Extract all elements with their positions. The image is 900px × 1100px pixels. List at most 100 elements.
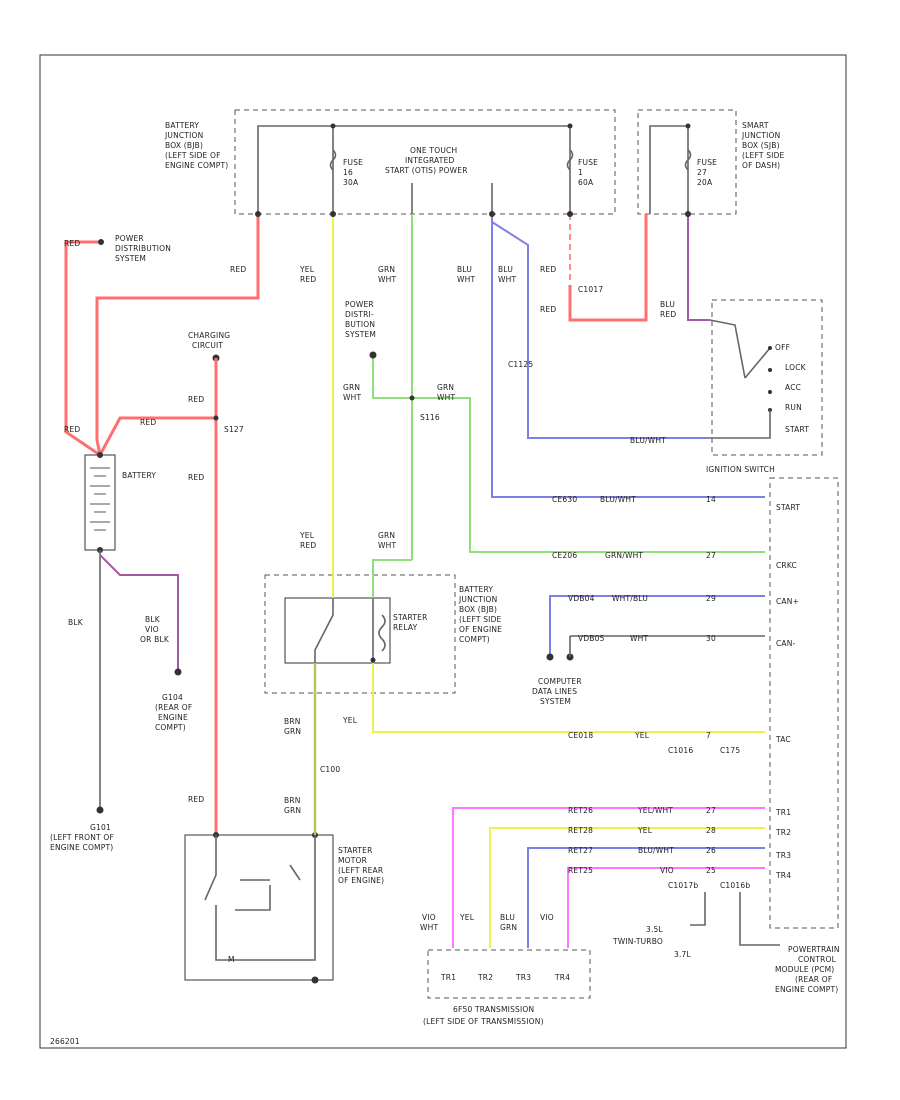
circuit-start: CE630 xyxy=(552,495,577,504)
circuit-crkc: CE206 xyxy=(552,551,577,560)
bjb-dashed-box xyxy=(234,109,616,215)
transmission-label: 6F50 TRANSMISSION (LEFT SIDE OF TRANSMIS… xyxy=(423,1005,544,1026)
wire-label-red-8: RED xyxy=(540,265,556,274)
wire-label-vio-2: VIO xyxy=(540,913,554,922)
motor-m-symbol: M xyxy=(228,955,235,964)
starter-relay-box xyxy=(264,574,456,694)
pcm-pin-crkc: CRKC xyxy=(776,561,797,570)
connector-c175-1: C175 xyxy=(720,746,740,755)
pin-tr4: 25 xyxy=(706,866,716,875)
ignition-switch-box xyxy=(711,299,823,456)
wire-label-blu-wht-2: BLU WHT xyxy=(498,265,516,284)
wire-label-blu-red: BLU RED xyxy=(660,300,678,319)
wire-blu-ignition xyxy=(491,221,710,439)
bjb-relay-label: BATTERY JUNCTION BOX (BJB) (LEFT SIDE OF… xyxy=(458,585,505,644)
fuse-16-label: FUSE 16 30A xyxy=(343,158,366,187)
circuit-tr3: RET27 xyxy=(568,846,593,855)
wire-label-start: BLU/WHT xyxy=(600,495,636,504)
engine-35l: 3.5L xyxy=(646,925,664,934)
diagram-frame xyxy=(39,54,847,1049)
sjb-top-label: SMART JUNCTION BOX (SJB) (LEFT SIDE OF D… xyxy=(741,121,787,170)
circuit-tr4: RET25 xyxy=(568,866,593,875)
pin-tr1: 27 xyxy=(706,806,716,815)
power-dist-label: POWER DISTRIBUTION SYSTEM xyxy=(115,234,174,263)
starter-relay xyxy=(284,597,391,664)
trans-pin-tr1: TR1 xyxy=(440,973,456,982)
wire-label-red-4: RED xyxy=(140,418,156,427)
wire-red-fuse1 xyxy=(568,214,648,322)
starter-motor-label: STARTER MOTOR (LEFT REAR OF ENGINE) xyxy=(338,846,386,885)
wire-grn-to-relay xyxy=(372,559,412,598)
wire-yel-tr2 xyxy=(489,827,765,948)
wire-grn-pdb xyxy=(372,355,765,553)
bjb-top-label: BATTERY JUNCTION BOX (BJB) (LEFT SIDE OF… xyxy=(164,121,228,170)
connector-c1016-2: C1017b xyxy=(668,881,698,890)
wire-label-tr2: YEL xyxy=(637,826,653,835)
ignition-run: RUN xyxy=(785,403,802,412)
pcm-dashed-box xyxy=(769,477,839,929)
pin-tr2: 28 xyxy=(706,826,716,835)
ignition-off: OFF xyxy=(775,343,790,352)
wire-label-grn-wht-2: GRN WHT xyxy=(343,383,363,402)
wire-label-ign-blu: BLU/WHT xyxy=(630,436,666,445)
connector-c1016-1: C1016 xyxy=(668,746,693,755)
fuse-16-symbol xyxy=(329,149,337,171)
pin-can-plus: 29 xyxy=(706,594,716,603)
pdb-label: POWER DISTRI- BUTION SYSTEM xyxy=(345,300,378,339)
fuse-1-label: FUSE 1 60A xyxy=(578,158,601,187)
pin-tac: 7 xyxy=(706,731,711,740)
trans-pin-tr2: TR2 xyxy=(477,973,493,982)
wire-label-yel-red-2: YEL RED xyxy=(299,531,317,550)
wire-red-power-dist xyxy=(64,240,101,457)
wire-vio-fuse27 xyxy=(687,214,710,321)
wire-label-red-1: RED xyxy=(64,239,80,248)
transmission-box xyxy=(427,949,591,999)
sjb-dashed-box xyxy=(637,109,737,215)
wire-label-blu-grn: BLU GRN xyxy=(500,913,518,932)
connector-c100: C100 xyxy=(320,765,340,774)
g104-label: G104 (REAR OF ENGINE COMPT) xyxy=(155,693,195,732)
wire-blu-start xyxy=(491,214,765,498)
pcm-pin-tr4: TR4 xyxy=(775,871,791,880)
circuit-can-plus: VDB04 xyxy=(568,594,595,603)
pin-crkc: 27 xyxy=(706,551,716,560)
pcm-pin-can-minus: CAN- xyxy=(776,639,796,648)
wire-label-red-7: RED xyxy=(188,795,204,804)
ignition-switch-label: IGNITION SWITCH xyxy=(706,465,775,474)
fuse-27-symbol xyxy=(684,149,692,171)
ignition-start: START xyxy=(785,425,809,434)
wire-label-crkc: GRN/WHT xyxy=(605,551,643,560)
charging-label: CHARGING CIRCUIT xyxy=(188,331,233,350)
pin-tr3: 26 xyxy=(706,846,716,855)
wire-label-yel-2: YEL xyxy=(459,913,475,922)
circuit-tac: CE018 xyxy=(568,731,593,740)
engine-37l: 3.7L xyxy=(674,950,692,959)
pin-can-minus: 30 xyxy=(706,634,716,643)
wire-label-tr4: VIO xyxy=(660,866,674,875)
wire-blu-can-plus xyxy=(549,595,765,655)
wire-label-tr3: BLU/WHT xyxy=(638,846,674,855)
trans-pin-tr3: TR3 xyxy=(515,973,531,982)
wire-red-bjb-battery xyxy=(95,214,260,456)
wire-label-red-2: RED xyxy=(230,265,246,274)
wire-label-blk-vio: BLK VIO OR BLK xyxy=(140,615,170,644)
wire-label-yel-1: YEL xyxy=(342,716,358,725)
starter-motor-box xyxy=(184,834,334,981)
wire-label-yel-red-1: YEL RED xyxy=(299,265,317,284)
engine-twin-turbo: TWIN-TURBO xyxy=(612,937,663,946)
circuit-tr1: RET26 xyxy=(568,806,593,815)
computer-data-label: COMPUTER DATA LINES SYSTEM xyxy=(532,677,584,706)
wire-label-red-5: RED xyxy=(188,395,204,404)
figure-id: 266201 xyxy=(50,1037,80,1046)
wire-pnk-tr4 xyxy=(567,867,765,948)
wire-label-tr1: YEL/WHT xyxy=(637,806,673,815)
connector-c175-2: C1016b xyxy=(720,881,750,890)
wire-label-red-3: RED xyxy=(64,425,80,434)
fuse-1-symbol xyxy=(566,149,574,171)
pcm-label: POWERTRAIN CONTROL MODULE (PCM) (REAR OF… xyxy=(775,945,842,994)
wire-label-blu-wht-1: BLU WHT xyxy=(457,265,475,284)
pcm-pin-tr2: TR2 xyxy=(775,828,791,837)
wire-label-brn-grn-1: BRN GRN xyxy=(284,717,303,736)
pcm-pin-tr3: TR3 xyxy=(775,851,791,860)
